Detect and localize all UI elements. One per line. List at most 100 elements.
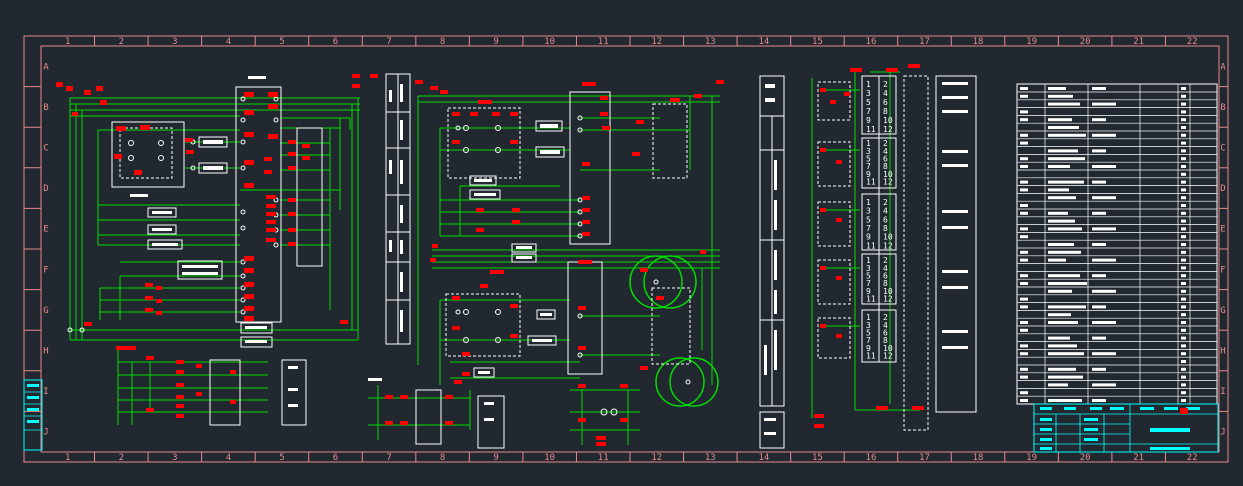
row-letter-right: I: [1220, 387, 1225, 397]
terminal-number: 3: [866, 264, 871, 273]
terminal-number: 4: [883, 264, 888, 273]
column-number-top: 10: [544, 37, 555, 47]
terminal-number: 2: [883, 139, 888, 148]
terminal-number: 10: [883, 287, 893, 296]
terminal-number: 9: [866, 233, 871, 242]
row-letter-left: D: [43, 184, 48, 194]
column-number-top: 13: [705, 37, 716, 47]
column-number-top: 7: [386, 37, 391, 47]
column-number-top: 2: [119, 37, 124, 47]
terminal-number: 1: [866, 313, 871, 322]
terminal-number: 10: [883, 170, 893, 179]
terminal-number: 12: [883, 241, 893, 250]
terminal-number: 10: [883, 233, 893, 242]
terminal-number: 5: [866, 271, 871, 280]
column-number-bottom: 20: [1080, 453, 1091, 463]
terminal-number: 6: [883, 154, 888, 163]
row-letter-right: E: [1220, 225, 1225, 235]
terminal-number: 3: [866, 147, 871, 156]
column-number-bottom: 3: [172, 453, 177, 463]
terminal-number: 9: [866, 170, 871, 179]
column-number-bottom: 11: [598, 453, 609, 463]
left-edge-legend: [23, 379, 43, 451]
terminal-number: 6: [883, 98, 888, 107]
terminal-number: 3: [866, 89, 871, 98]
terminal-number: 11: [866, 177, 876, 186]
terminal-number: 11: [866, 294, 876, 303]
column-number-bottom: 8: [440, 453, 445, 463]
terminal-number: 6: [883, 271, 888, 280]
title-block: [1033, 403, 1219, 453]
column-number-top: 8: [440, 37, 445, 47]
schematic-section-lower-middle: [368, 378, 505, 449]
terminal-number: 4: [883, 147, 888, 156]
row-letter-right: F: [1220, 265, 1225, 275]
column-number-top: 15: [812, 37, 823, 47]
column-number-top: 21: [1133, 37, 1144, 47]
column-number-bottom: 18: [973, 453, 984, 463]
material-table: [1016, 83, 1218, 405]
column-number-bottom: 14: [758, 453, 769, 463]
column-number-top: 5: [279, 37, 284, 47]
column-number-bottom: 10: [544, 453, 555, 463]
terminal-number: 6: [883, 328, 888, 337]
column-number-bottom: 13: [705, 453, 716, 463]
terminal-number: 4: [883, 89, 888, 98]
terminal-number: 9: [866, 344, 871, 353]
row-letter-left: J: [43, 428, 48, 438]
column-number-bottom: 19: [1026, 453, 1037, 463]
column-number-top: 3: [172, 37, 177, 47]
terminal-strip-14: [759, 75, 785, 449]
terminal-number: 10: [883, 116, 893, 125]
terminal-number: 1: [866, 198, 871, 207]
terminal-number: 5: [866, 154, 871, 163]
terminal-number: 10: [883, 344, 893, 353]
column-number-top: 9: [493, 37, 498, 47]
row-letter-left: G: [43, 306, 48, 316]
terminal-number: 8: [883, 162, 888, 171]
row-letter-right: B: [1220, 103, 1225, 113]
column-number-top: 12: [651, 37, 662, 47]
schematic-section-middle: [415, 80, 724, 407]
column-number-bottom: 1: [65, 453, 70, 463]
column-number-bottom: 15: [812, 453, 823, 463]
column-number-top: 22: [1187, 37, 1198, 47]
column-number-top: 20: [1080, 37, 1091, 47]
terminal-number: 2: [883, 80, 888, 89]
terminal-number: 8: [883, 336, 888, 345]
column-number-top: 19: [1026, 37, 1037, 47]
terminal-number: 8: [883, 279, 888, 288]
column-number-bottom: 17: [919, 453, 930, 463]
terminal-number: 7: [866, 107, 871, 116]
row-letter-left: E: [43, 225, 48, 235]
terminal-number: 11: [866, 351, 876, 360]
row-letter-left: I: [43, 387, 48, 397]
column-number-top: 14: [758, 37, 769, 47]
row-letter-left: F: [43, 265, 48, 275]
column-number-top: 4: [226, 37, 231, 47]
row-letter-right: J: [1220, 428, 1225, 438]
column-number-top: 1: [65, 37, 70, 47]
terminal-number: 5: [866, 98, 871, 107]
terminal-number: 2: [883, 256, 888, 265]
column-number-bottom: 5: [279, 453, 284, 463]
terminal-number: 3: [866, 321, 871, 330]
terminal-number: 5: [866, 215, 871, 224]
row-letter-right: H: [1220, 347, 1225, 357]
terminal-number: 12: [883, 351, 893, 360]
column-number-top: 6: [333, 37, 338, 47]
terminal-number: 7: [866, 162, 871, 171]
column-number-bottom: 7: [386, 453, 391, 463]
terminal-number: 7: [866, 336, 871, 345]
column-number-bottom: 2: [119, 453, 124, 463]
column-number-bottom: 6: [333, 453, 338, 463]
terminal-number: 9: [866, 287, 871, 296]
terminal-number: 3: [866, 207, 871, 216]
schematic-section-bottom-center: [570, 384, 640, 446]
terminal-number: 12: [883, 294, 893, 303]
column-number-top: 11: [598, 37, 609, 47]
